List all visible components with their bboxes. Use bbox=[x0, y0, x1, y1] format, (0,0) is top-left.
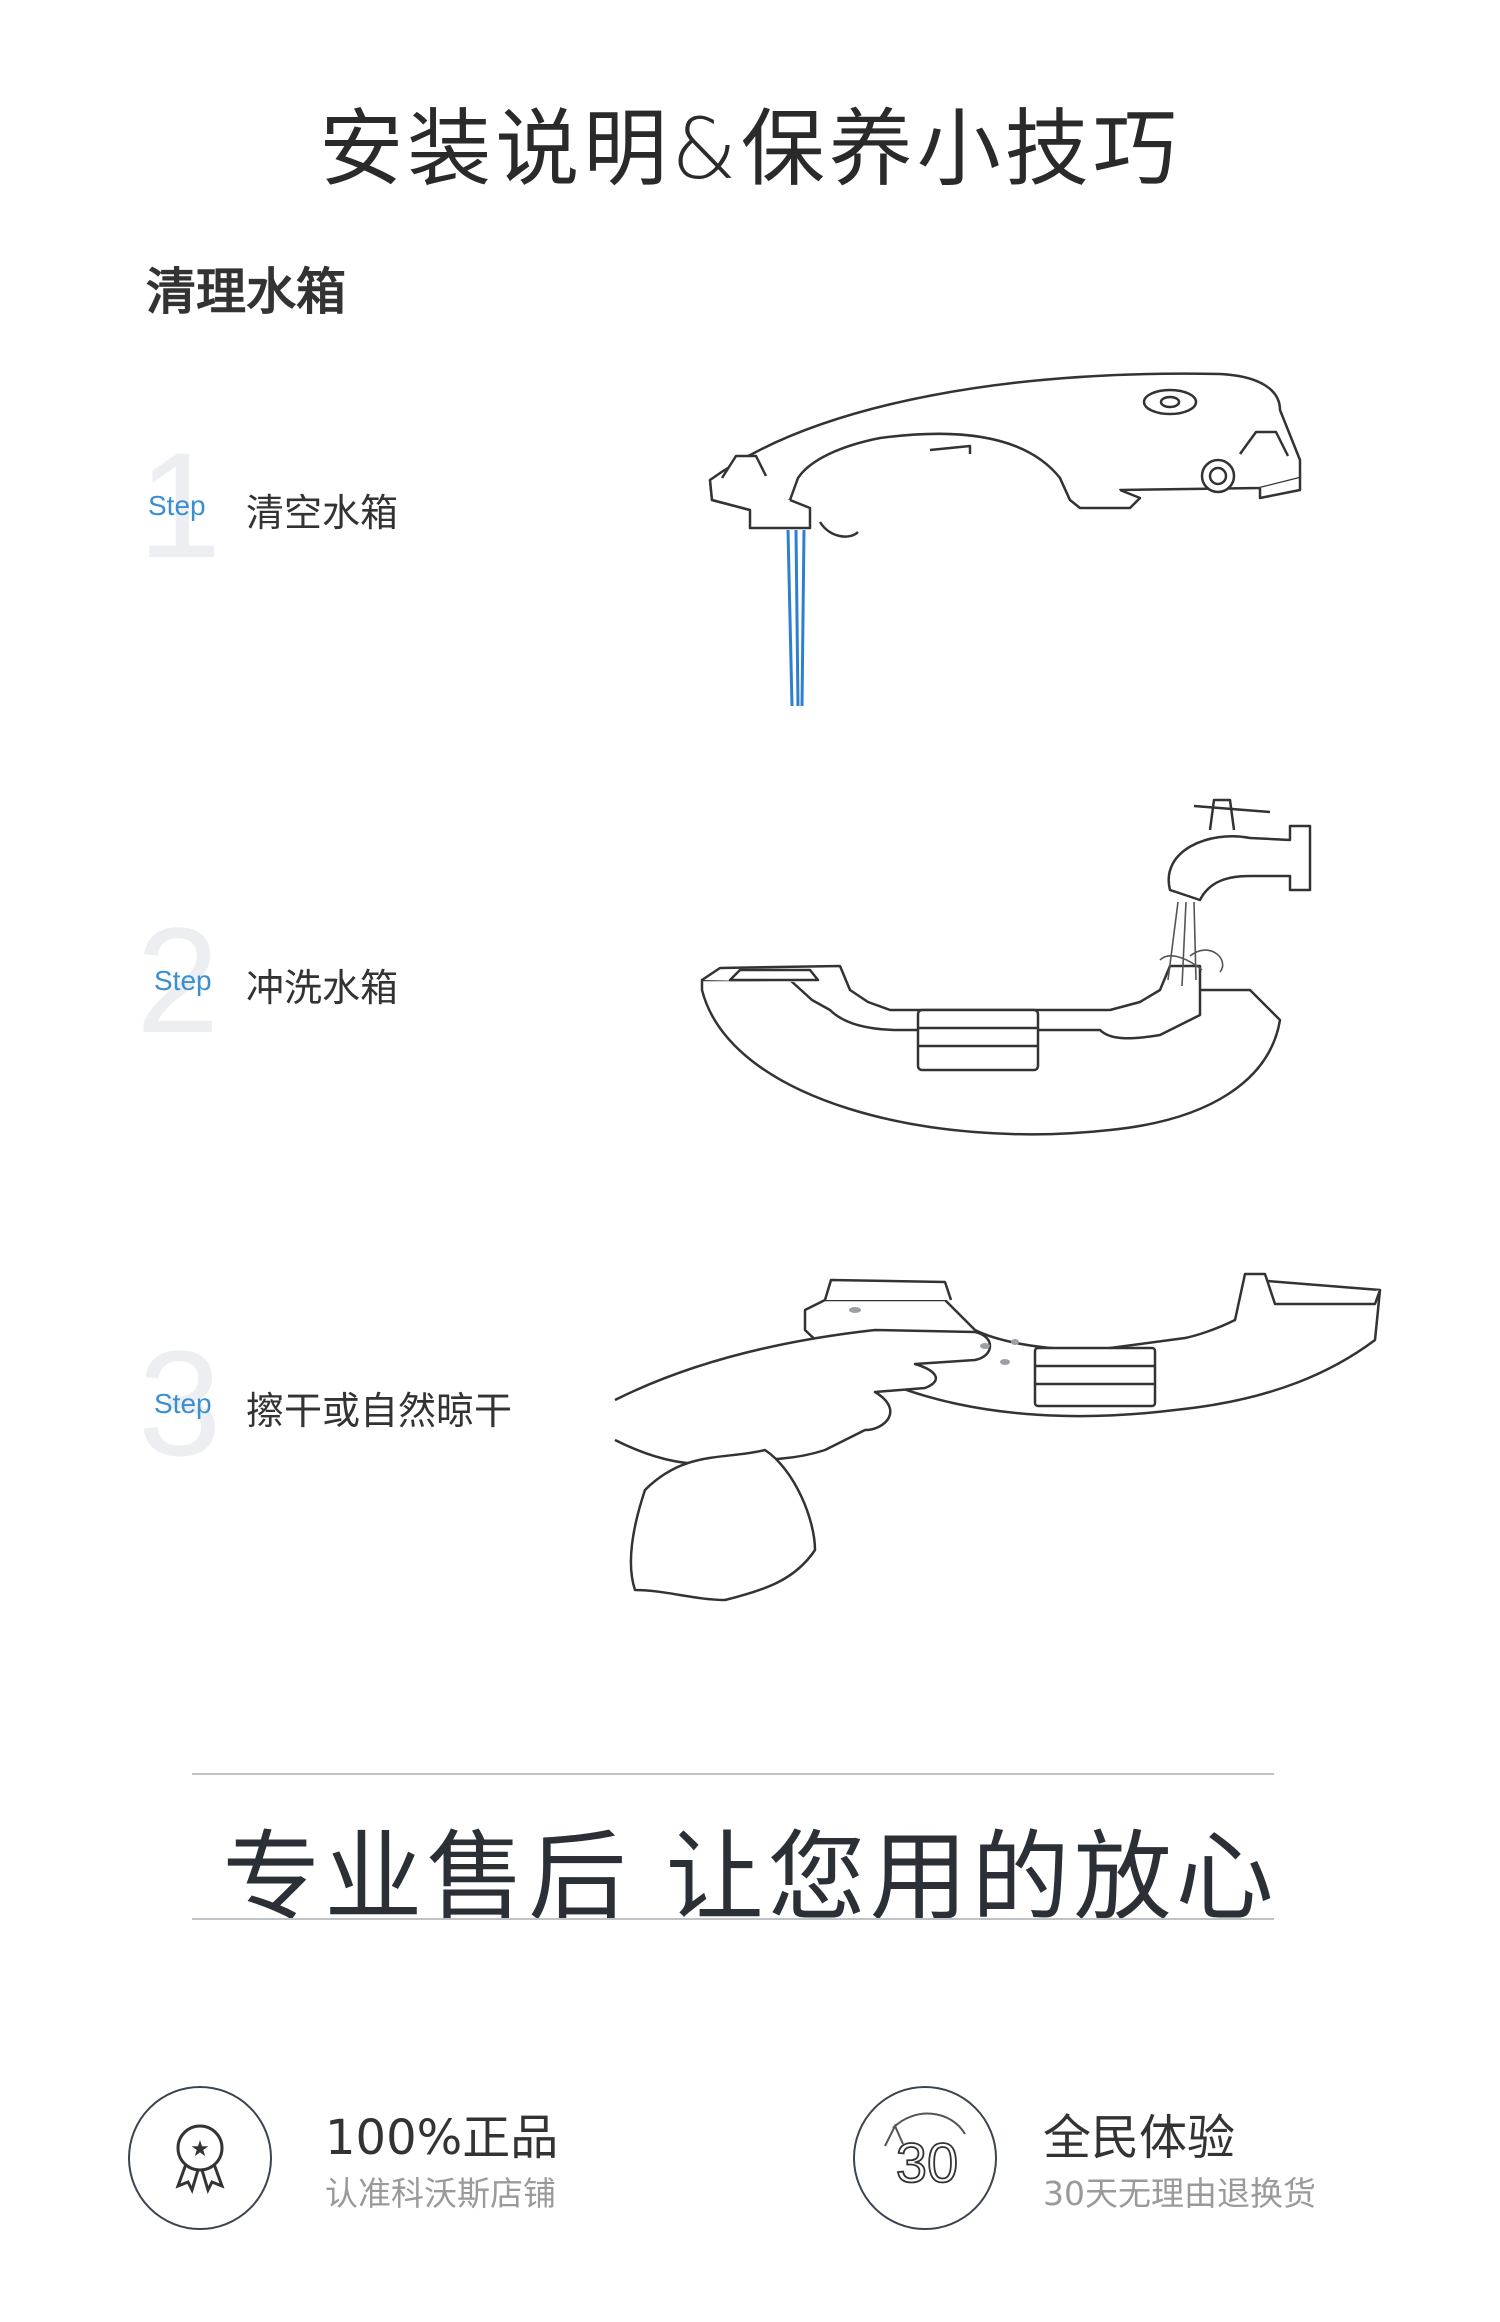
step-word: Step bbox=[154, 965, 212, 996]
step-word: Step bbox=[148, 490, 206, 521]
badge-subtitle: 30天无理由退换货 bbox=[1043, 2174, 1316, 2213]
rinse-tank-illustration bbox=[700, 798, 1312, 1136]
dry-tank-illustration bbox=[614, 1272, 1382, 1602]
badge-subtitle: 认准科沃斯店铺 bbox=[325, 2174, 556, 2213]
empty-tank-illustration bbox=[708, 372, 1302, 707]
award-ribbon-icon: ★ bbox=[175, 2124, 225, 2195]
thirty-day-number: 30 bbox=[896, 2131, 958, 2194]
slogan: 专业售后 让您用的放心 bbox=[222, 1821, 1278, 1935]
step-number: 2 bbox=[136, 896, 220, 1064]
page-title: 安装说明&保养小技巧 bbox=[319, 100, 1181, 198]
step-number: 1 bbox=[138, 421, 222, 589]
divider-bottom bbox=[192, 1918, 1274, 1920]
step-label: 清空水箱 bbox=[246, 491, 399, 535]
divider-top bbox=[192, 1773, 1274, 1775]
thirty-day-cycle-icon: 30 bbox=[884, 2112, 966, 2195]
svg-text:★: ★ bbox=[190, 2137, 210, 2162]
step-number: 3 bbox=[138, 1319, 222, 1487]
thirty-day-badge-circle: 30 bbox=[853, 2086, 997, 2230]
step-label: 冲洗水箱 bbox=[246, 966, 399, 1010]
award-badge-circle: ★ bbox=[128, 2086, 272, 2230]
step-label: 擦干或自然晾干 bbox=[246, 1389, 513, 1433]
step-word: Step bbox=[154, 1388, 212, 1419]
section-title: 清理水箱 bbox=[146, 263, 346, 321]
badge-title: 100%正品 bbox=[325, 2110, 559, 2166]
badge-title: 全民体验 bbox=[1043, 2110, 1236, 2166]
